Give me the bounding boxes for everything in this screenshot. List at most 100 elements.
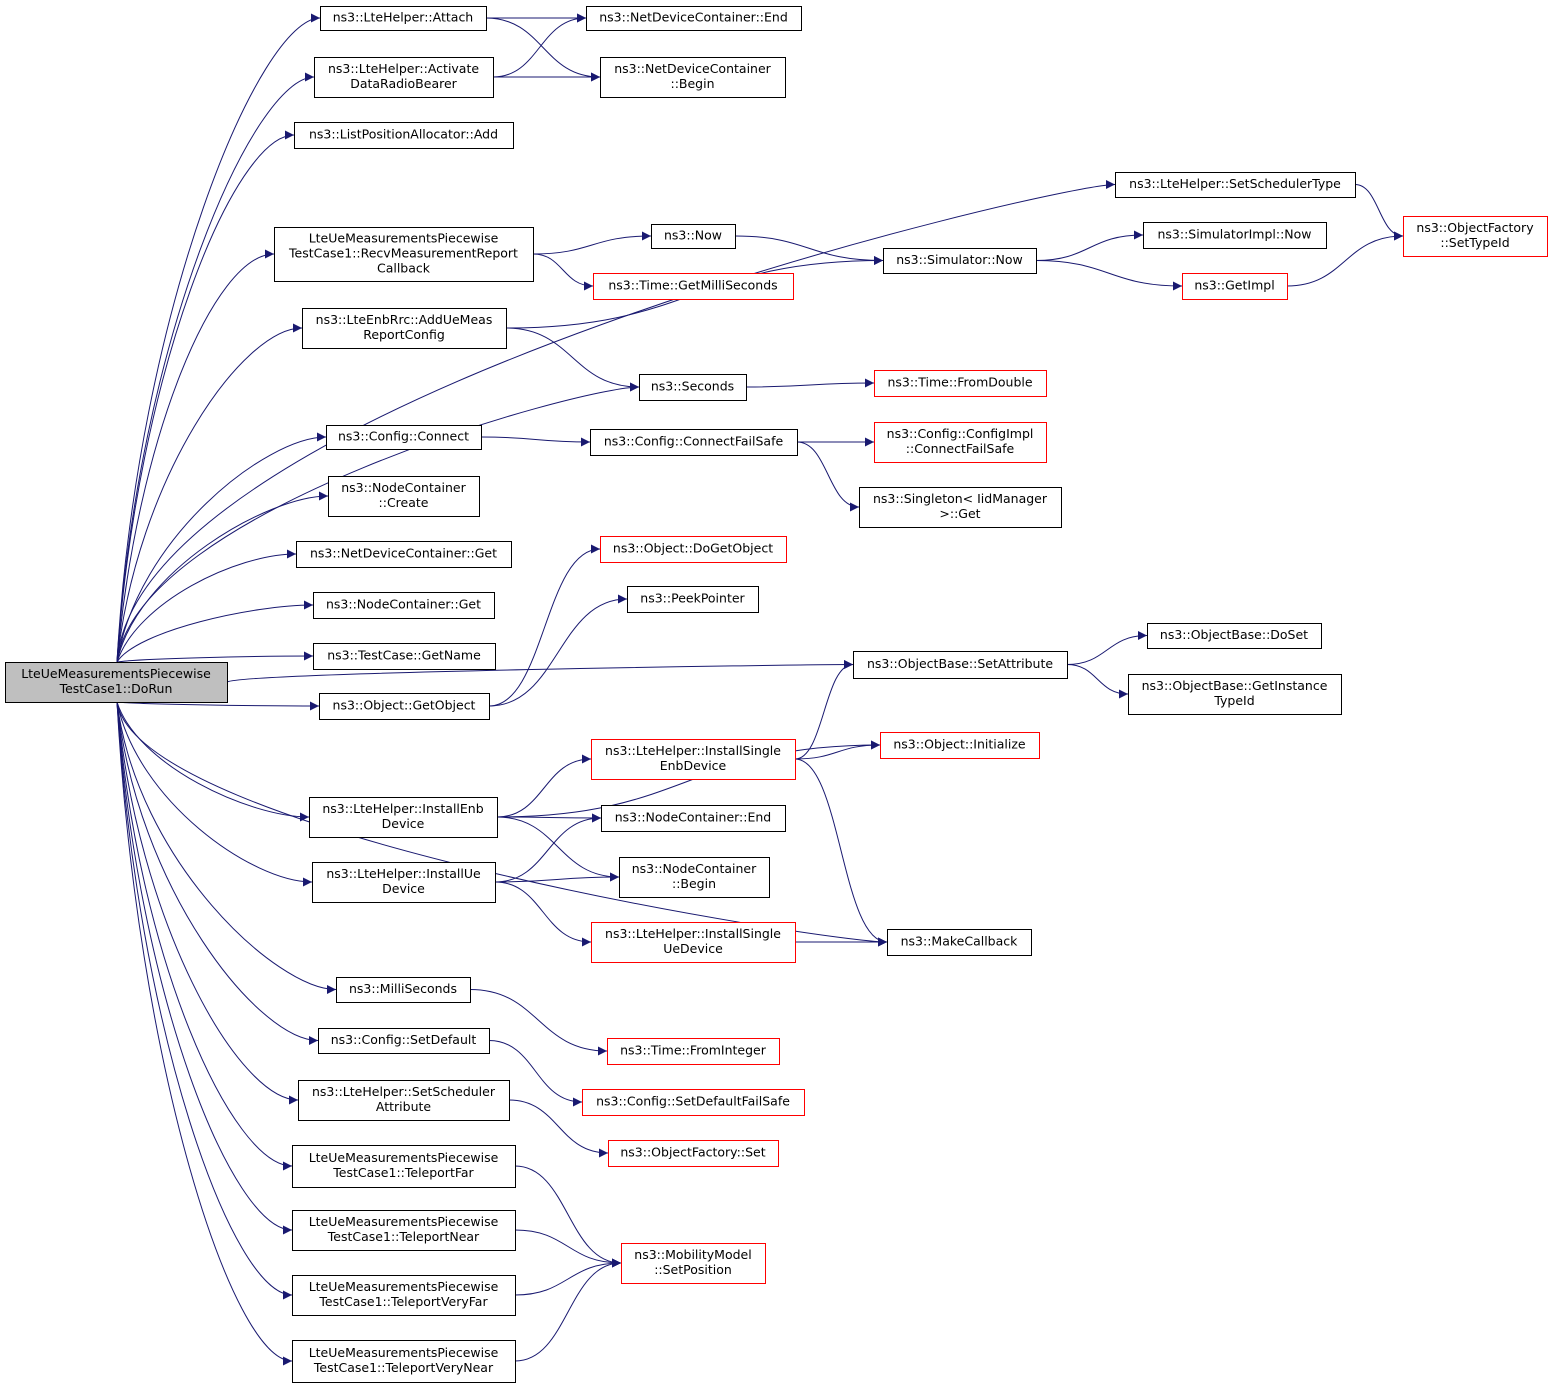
node-box xyxy=(298,1080,510,1121)
function-node[interactable]: ns3::Config::Connect xyxy=(326,425,482,450)
node-label: EnbDevice xyxy=(660,758,727,773)
function-node[interactable]: LteUeMeasurementsPiecewiseTestCase1::Tel… xyxy=(292,1275,516,1316)
function-node[interactable]: ns3::MakeCallback xyxy=(887,929,1032,956)
function-node[interactable]: ns3::ListPositionAllocator::Add xyxy=(294,122,514,149)
call-edge xyxy=(514,1165,622,1268)
function-node[interactable]: ns3::LteHelper::Attach xyxy=(320,6,487,31)
node-label: ns3::Config::Connect xyxy=(338,429,469,444)
function-node[interactable]: ns3::Config::SetDefault xyxy=(318,1028,490,1054)
edge-n0-n11 xyxy=(116,600,314,663)
function-node[interactable]: ns3::GetImpl xyxy=(1182,273,1288,300)
function-node[interactable]: ns3::NodeContainer::End xyxy=(601,805,786,832)
function-node[interactable]: ns3::MilliSeconds xyxy=(336,977,471,1003)
function-node[interactable]: ns3::ObjectBase::DoSet xyxy=(1147,623,1322,649)
node-label: ns3::NodeContainer xyxy=(341,480,466,495)
function-node[interactable]: ns3::SimulatorImpl::Now xyxy=(1143,222,1327,249)
function-node[interactable]: ns3::Simulator::Now xyxy=(883,248,1037,274)
function-node[interactable]: LteUeMeasurementsPiecewiseTestCase1::Tel… xyxy=(292,1145,516,1188)
node-label: LteUeMeasurementsPiecewise xyxy=(309,1279,499,1294)
call-edge xyxy=(745,378,875,388)
function-node[interactable]: ns3::NetDeviceContainer::Begin xyxy=(600,57,786,98)
function-node[interactable]: ns3::Singleton< IidManager>::Get xyxy=(859,487,1062,528)
node-label: ns3::Config::SetDefaultFailSafe xyxy=(596,1094,790,1109)
function-node[interactable]: ns3::PeekPointer xyxy=(627,586,759,613)
node-box xyxy=(274,227,534,282)
function-node[interactable]: ns3::LteHelper::SetSchedulerType xyxy=(1115,172,1356,198)
node-label: TestCase1::TeleportFar xyxy=(332,1165,474,1180)
call-edge xyxy=(496,740,881,818)
node-label: ns3::LteHelper::Activate xyxy=(328,61,479,76)
node-label: TestCase1::TeleportNear xyxy=(327,1229,480,1244)
function-node[interactable]: ns3::Time::FromInteger xyxy=(607,1038,780,1065)
node-label: ns3::Singleton< IidManager xyxy=(873,491,1048,506)
node-label: ns3::Object::Initialize xyxy=(893,737,1026,752)
function-node[interactable]: ns3::Object::DoGetObject xyxy=(600,536,787,563)
node-label: ::Begin xyxy=(672,876,716,891)
function-node[interactable]: ns3::TestCase::GetName xyxy=(313,643,496,670)
node-label: TestCase1::TeleportVeryNear xyxy=(313,1360,494,1375)
call-edge xyxy=(488,544,601,707)
function-node[interactable]: ns3::ObjectFactory::Set xyxy=(608,1140,779,1167)
function-node[interactable]: ns3::Time::FromDouble xyxy=(874,370,1047,397)
call-edge xyxy=(496,754,592,818)
function-node[interactable]: ns3::ObjectBase::SetAttribute xyxy=(853,651,1068,679)
function-node[interactable]: LteUeMeasurementsPiecewiseTestCase1::Tel… xyxy=(292,1210,516,1251)
function-node[interactable]: ns3::Config::ConfigImpl::ConnectFailSafe xyxy=(874,422,1047,463)
node-label: ns3::Config::ConnectFailSafe xyxy=(604,434,784,449)
function-node[interactable]: ns3::NodeContainer::Create xyxy=(328,476,480,517)
call-edge xyxy=(116,432,327,663)
edge-n25-n49 xyxy=(514,1258,622,1362)
node-box xyxy=(1182,273,1288,300)
edge-n0-n17 xyxy=(116,701,313,887)
node-box xyxy=(312,862,496,903)
edge-n16-n15 xyxy=(496,740,881,818)
edge-n0-n6 xyxy=(116,323,303,663)
node-label: TypeId xyxy=(1213,693,1254,708)
node-label: LteUeMeasurementsPiecewise xyxy=(309,1214,499,1229)
node-box xyxy=(853,651,1068,679)
function-node[interactable]: ns3::Now xyxy=(651,224,736,249)
edge-n0-n19 xyxy=(116,701,337,994)
node-label: ns3::LteHelper::InstallSingle xyxy=(605,926,781,941)
function-node[interactable]: ns3::ObjectFactory::SetTypeId xyxy=(1403,216,1548,257)
call-edge xyxy=(116,491,329,663)
edge-n0-n1 xyxy=(116,13,321,663)
node-label: ns3::Time::GetMilliSeconds xyxy=(608,278,777,293)
node-label: ns3::PeekPointer xyxy=(640,591,745,606)
function-node[interactable]: ns3::Object::GetObject xyxy=(319,693,490,720)
edge-n0-n9 xyxy=(116,491,329,663)
function-node[interactable]: ns3::NetDeviceContainer::Get xyxy=(296,541,512,568)
call-edge xyxy=(116,701,299,1105)
call-edge xyxy=(116,701,293,1235)
edge-n13-n38 xyxy=(488,544,601,707)
edge-n16-n43 xyxy=(496,813,602,823)
node-label: ns3::LteEnbRrc::AddUeMeas xyxy=(316,312,493,327)
call-edge xyxy=(116,701,293,1366)
function-node[interactable]: ns3::NodeContainer::Begin xyxy=(619,857,770,898)
function-node[interactable]: ns3::NetDeviceContainer::End xyxy=(586,6,802,31)
edge-n0-n7 xyxy=(116,382,640,663)
call-edge xyxy=(494,813,602,883)
node-label: ns3::Simulator::Now xyxy=(896,252,1023,267)
call-edge xyxy=(1035,260,1183,291)
node-box xyxy=(591,739,796,780)
function-node[interactable]: ns3::NodeContainer::Get xyxy=(313,592,495,619)
node-label: ns3::Config::ConfigImpl xyxy=(887,426,1034,441)
function-node[interactable]: ns3::Object::Initialize xyxy=(880,732,1040,759)
function-node[interactable]: ns3::MobilityModel::SetPosition xyxy=(621,1243,766,1284)
function-node[interactable]: ns3::Config::SetDefaultFailSafe xyxy=(582,1089,805,1116)
call-edge xyxy=(1286,231,1404,287)
function-node[interactable]: LteUeMeasurementsPiecewiseTestCase1::Tel… xyxy=(292,1340,516,1383)
function-node[interactable]: ns3::Time::GetMilliSeconds xyxy=(593,273,794,300)
function-node[interactable]: ns3::Config::ConnectFailSafe xyxy=(590,429,798,456)
function-node[interactable]: ns3::Seconds xyxy=(639,374,747,401)
function-node[interactable]: LteUeMeasurementsPiecewiseTestCase1::Rec… xyxy=(274,227,534,282)
